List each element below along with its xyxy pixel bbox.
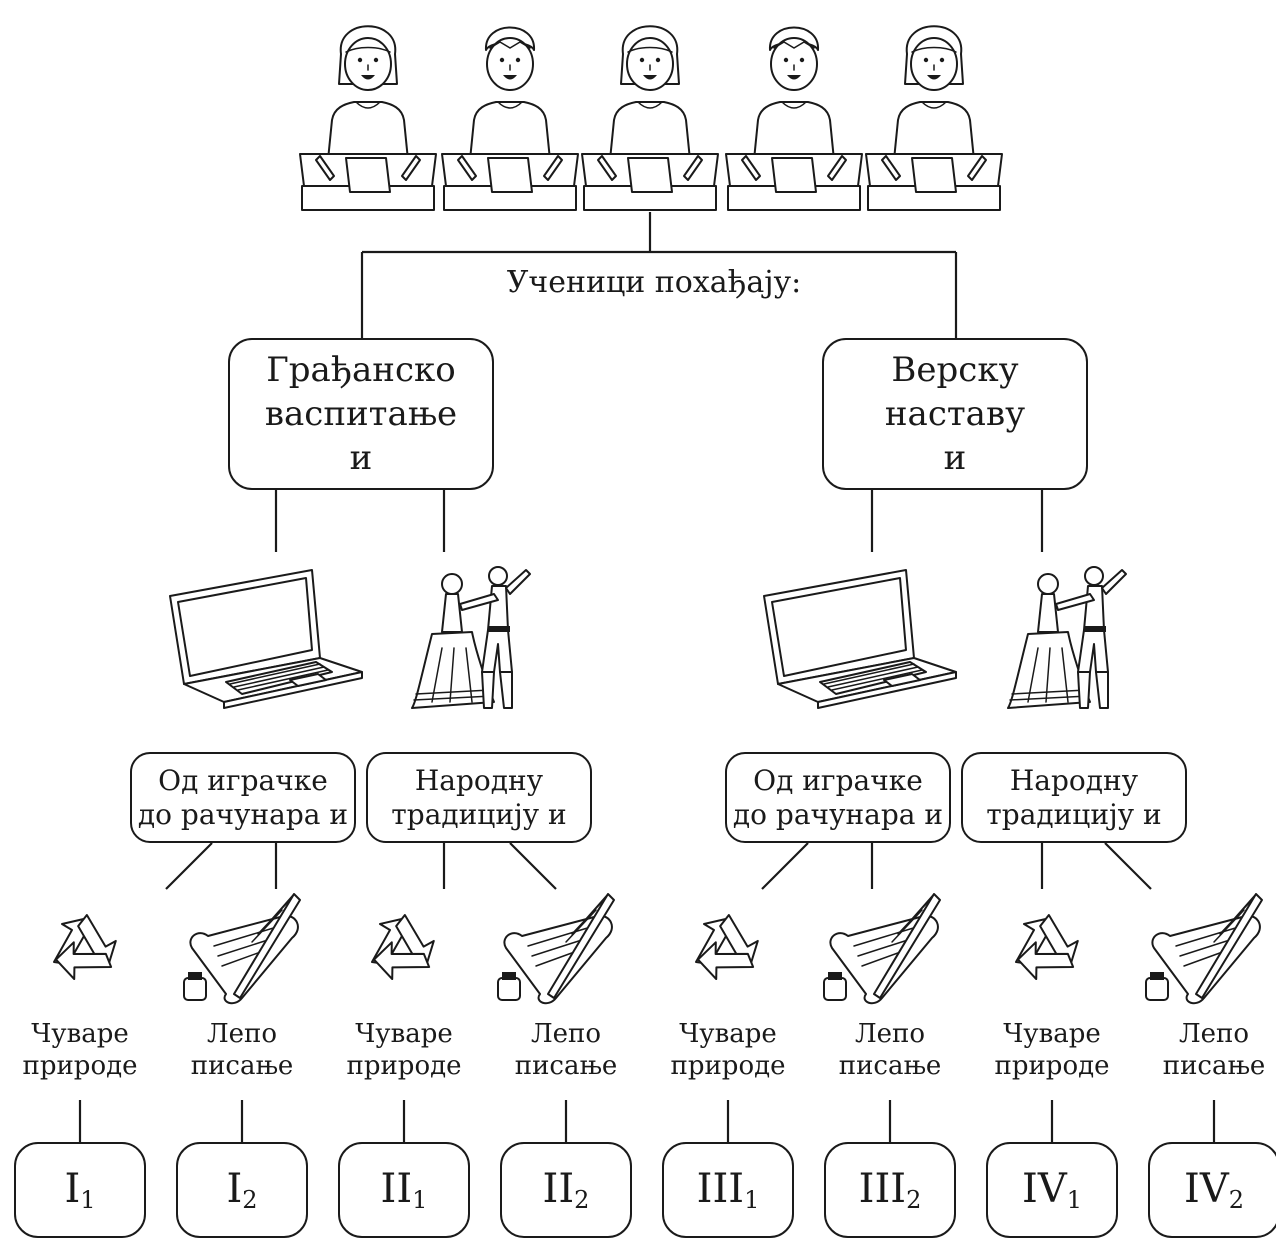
group-box-I2: I2 [176,1142,308,1238]
folk-dancers-icon [1007,566,1127,709]
quill-scroll-icon [823,893,941,1005]
recycle-icon [1015,914,1079,981]
group-box-II1: II1 [338,1142,470,1238]
toy-computer-box-2: Од играчке до рачунара и [725,752,951,843]
group-box-IV2: IV2 [1148,1142,1276,1238]
quill-scroll-icon [1145,893,1263,1005]
toy-computer-box-1: Од играчке до рачунара и [130,752,356,843]
student-boy-icon [441,26,579,211]
group-box-IV1: IV1 [986,1142,1118,1238]
level2-icons [169,566,1127,709]
folk-dancers-icon [411,566,531,709]
group-box-III2: III2 [824,1142,956,1238]
civic-education-box: Грађанско васпитање и [228,338,494,490]
students-row [299,25,1003,211]
student-girl-icon [865,25,1003,211]
recycle-icon [371,914,435,981]
group-box-I1: I1 [14,1142,146,1238]
recycle-icon [695,914,759,981]
group-box-II2: II2 [500,1142,632,1238]
laptop-icon [763,569,957,709]
recycle-icon [53,914,117,981]
quill-scroll-icon [183,893,301,1005]
group-box-III1: III1 [662,1142,794,1238]
folk-tradition-box-2: Народну традицију и [961,752,1187,843]
quill-scroll-icon [497,893,615,1005]
laptop-icon [169,569,363,709]
leaf-icons [53,893,1263,1005]
folk-tradition-box-1: Народну традицију и [366,752,592,843]
student-girl-icon [581,25,719,211]
religious-education-box: Верску наставу и [822,338,1088,490]
student-boy-icon [725,26,863,211]
student-girl-icon [299,25,437,211]
root-label: Ученици похађају: [506,265,802,300]
